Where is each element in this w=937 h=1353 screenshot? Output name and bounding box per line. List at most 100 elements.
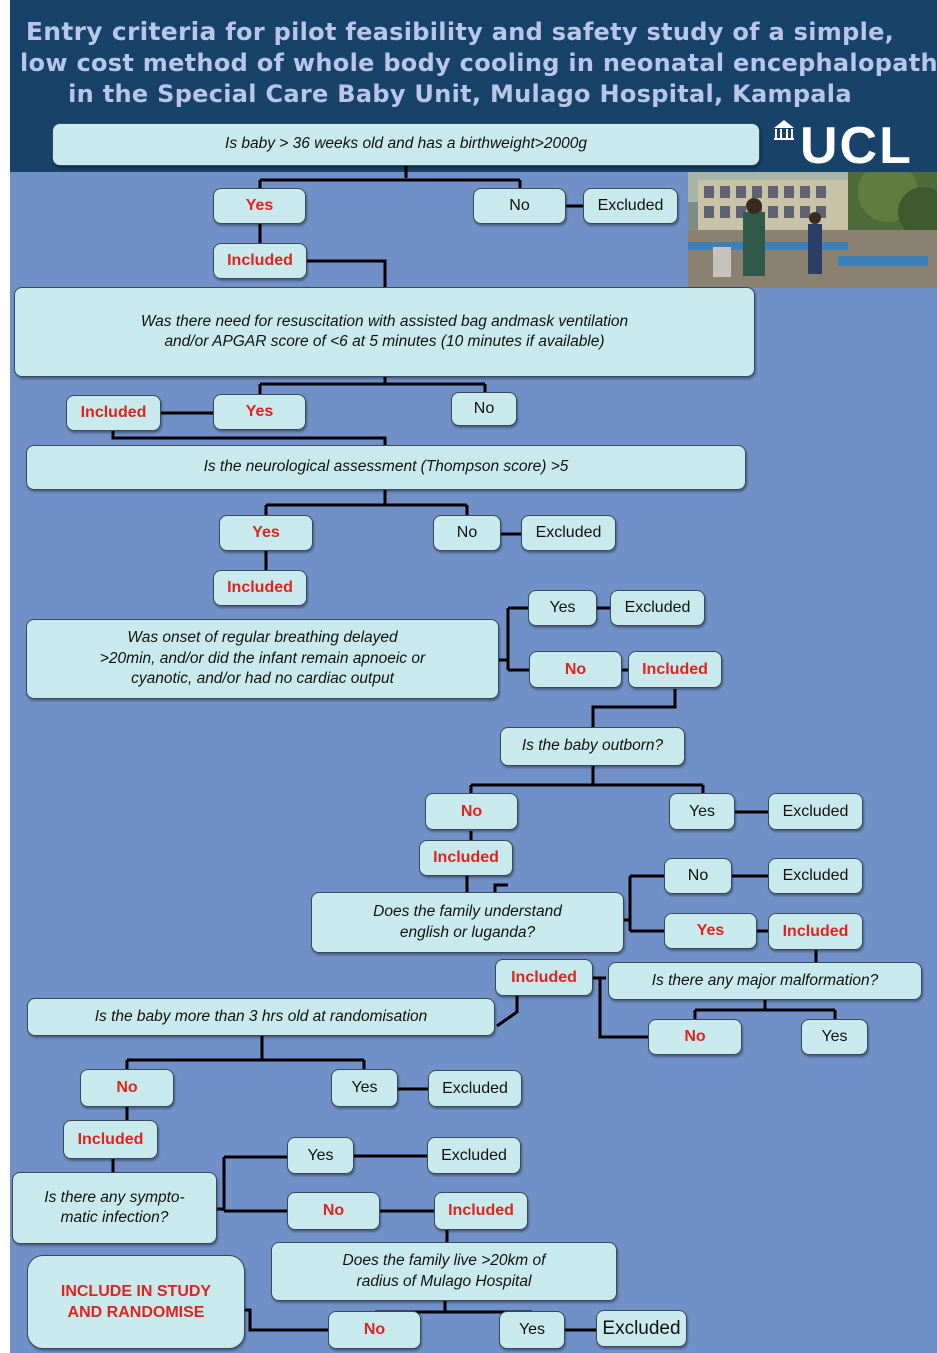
final-outcome-text: INCLUDE IN STUDY AND RANDOMISE bbox=[60, 1283, 212, 1321]
question-2-text: Was there need for resuscitation with as… bbox=[140, 312, 629, 351]
question-1-text: Is baby > 36 weeks old and has a birthwe… bbox=[225, 135, 587, 153]
included-label: Included bbox=[782, 922, 849, 940]
included-label: Included bbox=[448, 1202, 514, 1219]
yes-node: Yes bbox=[528, 590, 597, 626]
included-node: Included bbox=[495, 959, 593, 996]
included-node: Included bbox=[213, 243, 307, 279]
no-node: No bbox=[451, 392, 517, 426]
title-part2: for pilot feasibility and safety study o… bbox=[216, 18, 895, 46]
yes-label: Yes bbox=[245, 403, 274, 420]
portico-icon bbox=[774, 120, 794, 140]
yes-node: Yes bbox=[219, 515, 313, 551]
excluded-label: Excluded bbox=[602, 1317, 681, 1339]
question-5: Is the baby outborn? bbox=[500, 727, 685, 766]
excluded-node: Excluded bbox=[583, 188, 678, 224]
included-label: Included bbox=[433, 849, 499, 866]
excluded-node: Excluded bbox=[768, 858, 863, 894]
no-node: No bbox=[433, 515, 501, 551]
no-label: No bbox=[687, 867, 709, 884]
no-label: No bbox=[363, 1321, 386, 1338]
question-7-text: Is there any major malformation? bbox=[651, 971, 879, 989]
yes-node: Yes bbox=[287, 1137, 354, 1174]
excluded-label: Excluded bbox=[782, 867, 849, 884]
yes-label: Yes bbox=[696, 922, 725, 939]
excluded-node: Excluded bbox=[521, 515, 616, 551]
question-7: Is there any major malformation? bbox=[608, 962, 922, 1000]
no-node: No bbox=[529, 651, 622, 688]
yes-label: Yes bbox=[245, 197, 274, 214]
included-label: Included bbox=[227, 252, 293, 269]
question-9-text: Is there any sympto- matic infection? bbox=[44, 1188, 185, 1227]
excluded-node: Excluded bbox=[427, 1137, 521, 1174]
excluded-label: Excluded bbox=[535, 524, 602, 541]
final-outcome-box: INCLUDE IN STUDY AND RANDOMISE bbox=[27, 1255, 245, 1349]
ucl-logo: UCL bbox=[772, 117, 932, 175]
no-node: No bbox=[425, 793, 518, 830]
no-node: No bbox=[287, 1192, 380, 1230]
no-node: No bbox=[80, 1069, 174, 1107]
included-label: Included bbox=[511, 968, 577, 986]
page-title: Entry criteria for pilot feasibility and… bbox=[20, 16, 937, 110]
included-node: Included bbox=[66, 395, 161, 431]
yes-node: Yes bbox=[499, 1311, 565, 1349]
excluded-node: Excluded bbox=[610, 590, 705, 626]
excluded-label: Excluded bbox=[782, 802, 849, 820]
no-label: No bbox=[473, 400, 495, 417]
excluded-label: Excluded bbox=[442, 1079, 508, 1097]
yes-node: Yes bbox=[669, 793, 735, 830]
question-8: Is the baby more than 3 hrs old at rando… bbox=[27, 998, 495, 1036]
yes-label: Yes bbox=[307, 1146, 334, 1164]
no-node: No bbox=[328, 1311, 421, 1349]
question-4-text: Was onset of regular breathing delayed >… bbox=[99, 629, 426, 688]
no-label: No bbox=[322, 1202, 345, 1219]
included-node: Included bbox=[768, 913, 863, 950]
no-label: No bbox=[564, 660, 587, 678]
included-label: Included bbox=[227, 579, 293, 596]
included-label: Included bbox=[77, 1130, 144, 1148]
question-8-text: Is the baby more than 3 hrs old at rando… bbox=[94, 1007, 428, 1025]
no-label: No bbox=[684, 1028, 706, 1045]
question-4: Was onset of regular breathing delayed >… bbox=[26, 619, 499, 699]
yes-label: Yes bbox=[549, 599, 576, 616]
question-10-text: Does the family live >20km of radius of … bbox=[342, 1252, 546, 1290]
question-3-text: Is the neurological assessment (Thompson… bbox=[203, 458, 569, 476]
excluded-label: Excluded bbox=[597, 197, 664, 214]
excluded-label: Excluded bbox=[624, 599, 691, 616]
included-node: Included bbox=[419, 840, 513, 876]
no-node: No bbox=[648, 1019, 742, 1055]
ucl-logo-text: UCL bbox=[800, 117, 913, 175]
question-1: Is baby > 36 weeks old and has a birthwe… bbox=[52, 123, 760, 166]
no-label: No bbox=[116, 1079, 138, 1096]
yes-node: Yes bbox=[213, 188, 306, 224]
question-3: Is the neurological assessment (Thompson… bbox=[26, 445, 746, 490]
included-node: Included bbox=[213, 570, 307, 606]
no-label: No bbox=[456, 524, 478, 541]
no-label: No bbox=[509, 197, 530, 214]
excluded-node: Excluded bbox=[596, 1310, 687, 1347]
included-node: Included bbox=[628, 651, 722, 688]
question-10: Does the family live >20km of radius of … bbox=[271, 1242, 617, 1301]
yes-label: Yes bbox=[252, 524, 280, 541]
question-2: Was there need for resuscitation with as… bbox=[14, 287, 755, 377]
question-6-text: Does the family understand english or lu… bbox=[373, 903, 562, 941]
excluded-label: Excluded bbox=[441, 1146, 507, 1164]
no-node: No bbox=[473, 188, 566, 224]
question-6: Does the family understand english or lu… bbox=[311, 892, 624, 953]
included-node: Included bbox=[434, 1192, 528, 1230]
excluded-node: Excluded bbox=[428, 1070, 522, 1107]
yes-label: Yes bbox=[688, 802, 716, 820]
title-line3: in the Special Care Baby Unit, Mulago Ho… bbox=[68, 80, 852, 108]
hospital-photo bbox=[688, 172, 937, 288]
title-part1: Entry criteria bbox=[25, 17, 217, 46]
title-line2: low cost method of whole body cooling in… bbox=[20, 49, 937, 77]
no-node: No bbox=[664, 858, 732, 894]
yes-node: Yes bbox=[213, 394, 306, 430]
excluded-node: Excluded bbox=[768, 793, 863, 830]
no-label: No bbox=[460, 802, 483, 820]
included-node: Included bbox=[63, 1120, 158, 1159]
included-label: Included bbox=[642, 660, 708, 678]
yes-label: Yes bbox=[518, 1321, 546, 1338]
yes-node: Yes bbox=[664, 913, 757, 949]
yes-node: Yes bbox=[801, 1019, 868, 1055]
